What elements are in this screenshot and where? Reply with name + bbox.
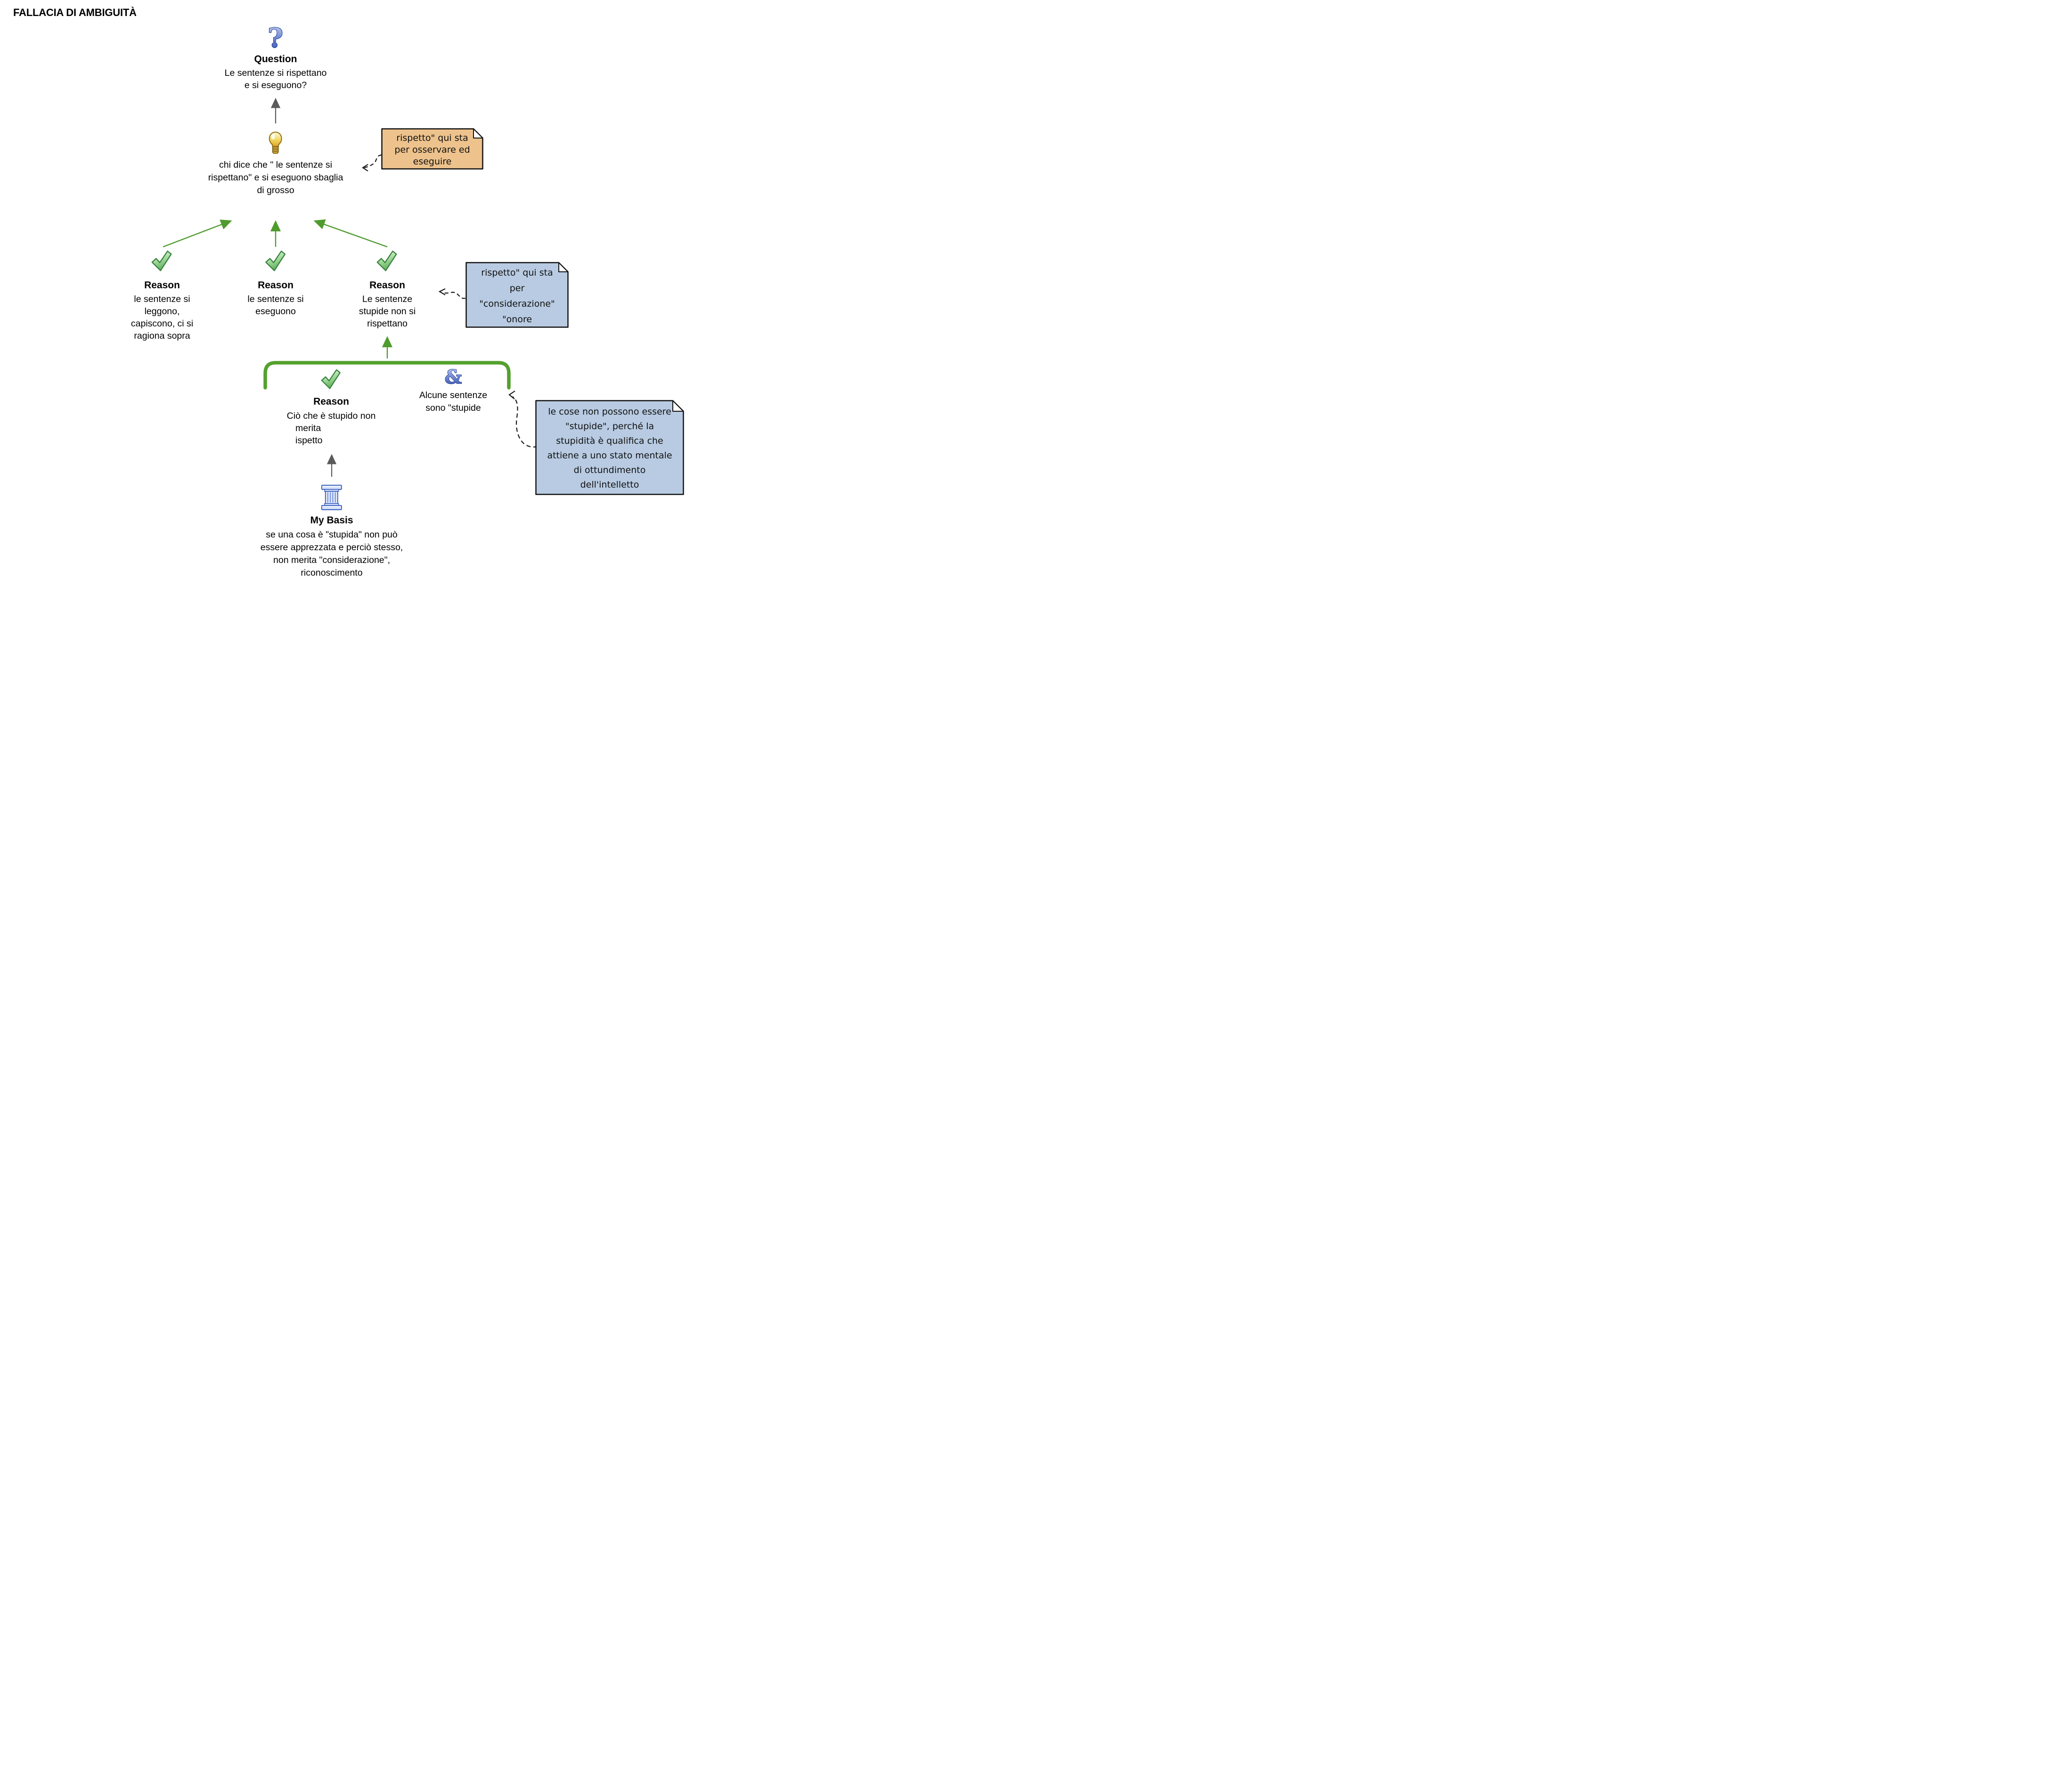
reason-text-line: Ciò che è stupido non <box>286 411 376 421</box>
note-text: rispetto" qui sta per "considerazione" "… <box>465 265 569 327</box>
reason-text: Ciò che è stupido non merita ispetto <box>277 410 386 447</box>
question-mark-icon: ? <box>268 24 284 53</box>
reason-node-2[interactable]: Reason le sentenze si eseguono <box>247 250 304 318</box>
reason-text-line: le sentenze si <box>134 294 190 304</box>
reason-text-line: stupide non si <box>359 306 416 317</box>
reason-text-line: merita <box>295 423 321 433</box>
question-label: Question <box>254 54 297 65</box>
note-text-line: "onore <box>502 314 532 325</box>
question-text-line: Le sentenze si rispettano <box>224 68 327 78</box>
dashed-connector-note1 <box>361 154 382 171</box>
basis-text-line: se una cosa è "stupida" non può <box>266 529 398 540</box>
group-reason-node[interactable]: Reason Ciò che è stupido non merita ispe… <box>277 368 386 447</box>
note-background <box>381 128 483 170</box>
ampersand-icon: & <box>444 367 462 387</box>
reason-text: le sentenze si leggono, capiscono, ci si… <box>131 293 193 342</box>
basis-text-line: non merita "considerazione", <box>273 555 390 565</box>
reason-text: le sentenze si eseguono <box>247 293 303 318</box>
contention-text-line: rispettano" e si eseguono sbaglia <box>208 172 343 183</box>
reason-node-1[interactable]: Reason le sentenze si leggono, capiscono… <box>131 250 193 342</box>
conjunction-text-line: sono "stupide <box>425 403 481 413</box>
note-text-line: le cose non possono essere <box>548 407 671 417</box>
sticky-note-blue-1[interactable]: rispetto" qui sta per "considerazione" "… <box>465 262 569 328</box>
basis-text-line: riconoscimento <box>301 568 363 578</box>
note-text: le cose non possono essere "stupide", pe… <box>535 405 684 492</box>
basis-node[interactable]: My Basis se una cosa è "stupida" non può… <box>261 484 403 579</box>
note-text-line: stupidità è qualifica che <box>556 436 663 446</box>
contention-node[interactable]: chi dice che " le sentenze si rispettano… <box>208 131 343 197</box>
note-background <box>535 400 684 495</box>
note-background <box>465 262 569 328</box>
note-text-line: rispetto" qui sta <box>396 133 468 143</box>
question-node[interactable]: ? Question Le sentenze si rispettano e s… <box>225 24 327 91</box>
svg-text:&: & <box>445 367 462 387</box>
argument-map-canvas: FALLACIA DI AMBIGUITÀ ? Question Le sent… <box>0 0 686 597</box>
basis-text-line: essere apprezzata e perciò stesso, <box>260 542 403 553</box>
note-text-line: "considerazione" <box>479 299 555 309</box>
note-fold <box>672 400 684 412</box>
note-text-line: "stupide", perché la <box>565 421 654 432</box>
check-icon <box>151 250 172 271</box>
group-bracket <box>263 361 511 390</box>
contention-text: chi dice che " le sentenze si rispettano… <box>208 159 343 197</box>
reason-text-line: eseguono <box>255 306 296 317</box>
check-icon <box>265 250 286 271</box>
reason-text-line: ragiona sopra <box>134 331 190 341</box>
dashed-connector-note3 <box>508 391 538 448</box>
check-icon <box>321 369 341 389</box>
reason-label: Reason <box>144 280 180 291</box>
check-icon <box>376 250 397 271</box>
contention-text-line: chi dice che " le sentenze si <box>219 160 332 170</box>
reason-text-line: capiscono, ci si <box>131 318 194 329</box>
green-arrow-reason3-to-contention <box>313 219 388 248</box>
note-text-line: per osservare ed <box>394 145 470 155</box>
reason-text-line: rispettano <box>367 318 408 329</box>
lightbulb-icon <box>269 131 283 154</box>
reason-text-line: le sentenze si <box>247 294 304 304</box>
green-arrow-reason1-to-contention <box>163 220 232 248</box>
basis-text: se una cosa è "stupida" non può essere a… <box>261 529 403 579</box>
conjunction-node[interactable]: & Alcune sentenze sono "stupide <box>419 367 487 415</box>
note-fold <box>558 262 569 272</box>
note-text-line: rispetto" qui sta <box>481 268 553 278</box>
question-text-line: e si eseguono? <box>244 80 307 90</box>
pillar-icon <box>321 485 342 510</box>
contention-text-line: di grosso <box>257 185 294 195</box>
reason-text-line: leggono, <box>144 306 180 317</box>
connector-layer <box>163 98 538 477</box>
reason-text-line: Le sentenze <box>362 294 413 304</box>
conjunction-text: Alcune sentenze sono "stupide <box>419 389 487 415</box>
note-text: rispetto" qui sta per osservare ed esegu… <box>381 132 483 168</box>
sticky-note-blue-2[interactable]: le cose non possono essere "stupide", pe… <box>535 400 684 495</box>
dashed-connector-note2 <box>438 288 466 299</box>
svg-text:?: ? <box>268 24 284 53</box>
question-text: Le sentenze si rispettano e si eseguono? <box>225 67 327 91</box>
reason-text: Le sentenze stupide non si rispettano <box>359 293 416 330</box>
note-text-line: per <box>509 283 525 293</box>
note-text-line: di ottundimento <box>573 465 646 475</box>
sticky-note-orange[interactable]: rispetto" qui sta per osservare ed esegu… <box>381 128 483 170</box>
reason-label: Reason <box>258 280 294 291</box>
note-text-line: dell'intelletto <box>580 480 639 490</box>
page-title: FALLACIA DI AMBIGUITÀ <box>13 7 137 18</box>
reason-node-3[interactable]: Reason Le sentenze stupide non si rispet… <box>359 250 416 330</box>
note-text-line: attiene a uno stato mentale <box>547 450 672 461</box>
reason-text-line: ispetto <box>295 435 323 446</box>
reason-label: Reason <box>313 396 349 407</box>
conjunction-text-line: Alcune sentenze <box>419 390 488 400</box>
reason-label: Reason <box>369 280 405 291</box>
basis-label: My Basis <box>310 515 353 526</box>
note-text-line: eseguire <box>413 156 452 167</box>
note-fold <box>473 128 483 138</box>
